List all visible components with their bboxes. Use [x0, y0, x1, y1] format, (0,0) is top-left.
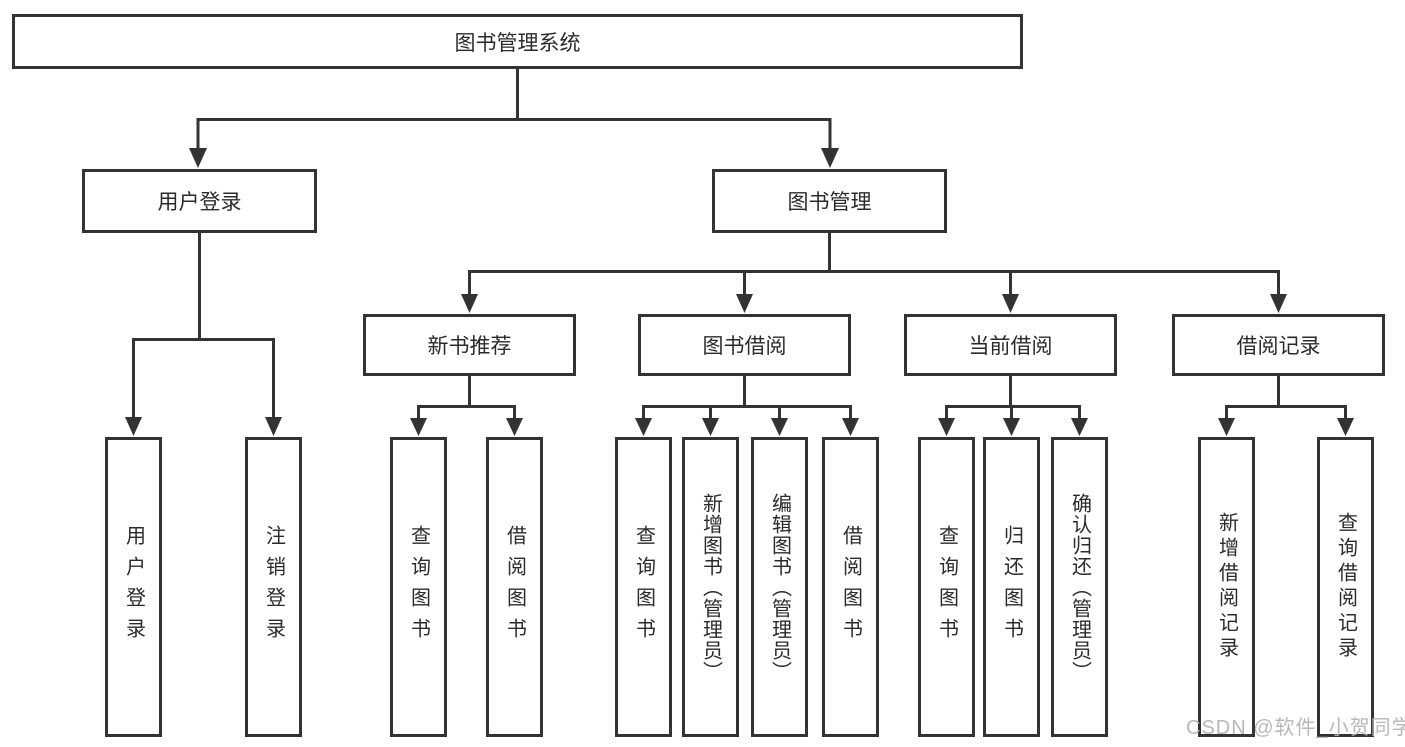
leaf-newbook-borrow-books-label: 借阅图书 [503, 525, 526, 649]
leaf-borrow-add-books-admin-label: 新增图书（管理员） [699, 492, 722, 682]
node-book-management-label: 图书管理 [787, 191, 872, 214]
leaf-current-return-books: 归还图书 [983, 437, 1040, 737]
node-user-login: 用户登录 [82, 169, 317, 233]
leaf-borrow-edit-books-admin-label: 编辑图书（管理员） [768, 492, 791, 682]
node-system-root: 图书管理系统 [12, 14, 1023, 69]
leaf-current-query-books-label: 查询图书 [935, 525, 958, 649]
leaf-current-confirm-return-admin-label: 确认归还（管理员） [1068, 492, 1091, 682]
node-current-borrow-label: 当前借阅 [968, 335, 1053, 358]
node-book-borrow: 图书借阅 [638, 314, 851, 376]
leaf-records-query-record-label: 查询借阅记录 [1334, 512, 1357, 662]
leaf-records-query-record: 查询借阅记录 [1317, 437, 1374, 737]
leaf-borrow-edit-books-admin: 编辑图书（管理员） [751, 437, 808, 737]
node-new-book-recommend-label: 新书推荐 [427, 335, 512, 358]
node-current-borrow: 当前借阅 [904, 314, 1117, 376]
node-borrow-records: 借阅记录 [1172, 314, 1385, 376]
node-book-management: 图书管理 [712, 169, 947, 233]
leaf-borrow-borrow-books-label: 借阅图书 [839, 525, 862, 649]
node-new-book-recommend: 新书推荐 [363, 314, 576, 376]
leaf-logout-login-label: 注销登录 [262, 525, 285, 649]
node-system-root-label: 图书管理系统 [454, 31, 581, 55]
leaf-borrow-borrow-books: 借阅图书 [822, 437, 879, 737]
leaf-current-confirm-return-admin: 确认归还（管理员） [1051, 437, 1108, 737]
node-borrow-records-label: 借阅记录 [1236, 335, 1321, 358]
leaf-current-query-books: 查询图书 [918, 437, 975, 737]
leaf-newbook-borrow-books: 借阅图书 [486, 437, 543, 737]
leaf-newbook-query-books: 查询图书 [390, 437, 447, 737]
leaf-records-add-record: 新增借阅记录 [1198, 437, 1255, 737]
leaf-records-add-record-label: 新增借阅记录 [1215, 512, 1238, 662]
csdn-watermark: CSDN @软件_小贺同学 [1186, 717, 1405, 739]
leaf-borrow-query-books: 查询图书 [615, 437, 672, 737]
leaf-user-login: 用户登录 [105, 437, 162, 737]
leaf-borrow-query-books-label: 查询图书 [632, 525, 655, 649]
node-book-borrow-label: 图书借阅 [702, 335, 787, 358]
leaf-logout-login: 注销登录 [245, 437, 302, 737]
leaf-user-login-label: 用户登录 [122, 525, 145, 649]
node-user-login-label: 用户登录 [157, 191, 242, 214]
leaf-current-return-books-label: 归还图书 [1000, 525, 1023, 649]
leaf-newbook-query-books-label: 查询图书 [407, 525, 430, 649]
leaf-borrow-add-books-admin: 新增图书（管理员） [682, 437, 739, 737]
